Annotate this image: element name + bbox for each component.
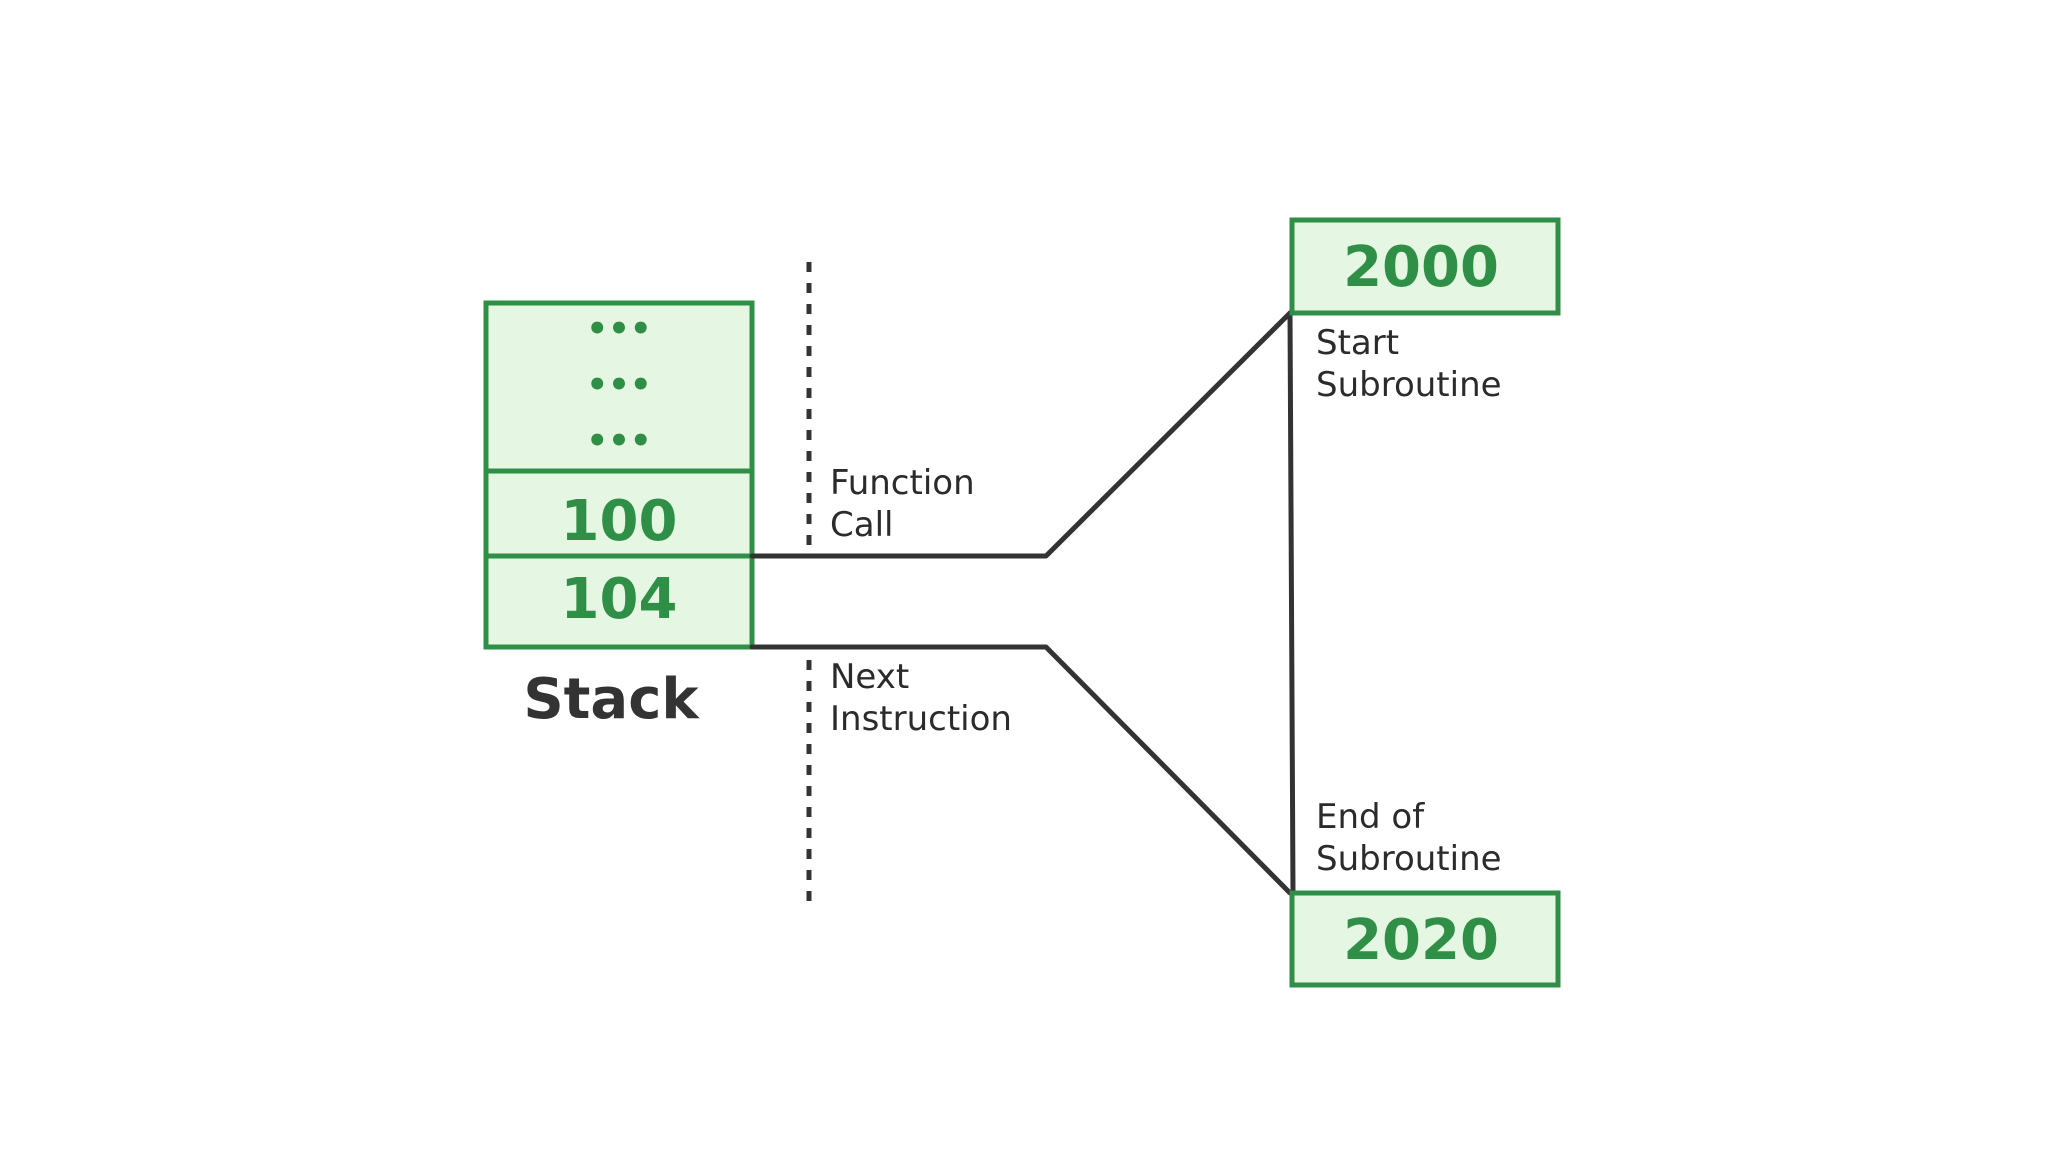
- end-subroutine-label-line-2: Subroutine: [1316, 839, 1502, 879]
- start-subroutine-label: Start Subroutine: [1316, 323, 1502, 405]
- stack-upper-block: [483, 300, 755, 474]
- start-address-value: 2000: [1343, 235, 1499, 300]
- end-subroutine-label-line-1: End of: [1316, 797, 1425, 837]
- end-subroutine-label: End of Subroutine: [1316, 797, 1502, 879]
- function-call-path: [749, 310, 1293, 559]
- start-address-box: [1289, 217, 1561, 316]
- next-instruction-label: Next Instruction: [830, 657, 1012, 739]
- end-address-box: [1289, 890, 1561, 988]
- stack-ellipsis-2: •••: [586, 365, 651, 405]
- function-call-label-line-1: Function: [830, 463, 975, 503]
- next-instruction-label-line-1: Next: [830, 657, 909, 697]
- next-instruction-label-line-2: Instruction: [830, 699, 1012, 739]
- function-call-label: Function Call: [830, 463, 985, 545]
- stack-cell-104: [483, 553, 755, 650]
- return-path: [749, 644, 1293, 896]
- start-subroutine-label-line-1: Start: [1316, 323, 1399, 363]
- function-call-label-line-2: Call: [830, 505, 893, 545]
- start-subroutine-label-line-2: Subroutine: [1316, 365, 1502, 405]
- stack-cell-100-value: 100: [561, 489, 678, 554]
- stack-ellipsis-3: •••: [586, 421, 651, 461]
- stack: ••• ••• ••• 100 104 Stack: [483, 300, 755, 732]
- stack-caption: Stack: [523, 667, 700, 732]
- subroutine-body-line: [1287, 310, 1296, 896]
- end-address-value: 2020: [1343, 908, 1499, 973]
- stack-ellipsis-1: •••: [586, 309, 651, 349]
- stack-cell-104-value: 104: [561, 567, 678, 632]
